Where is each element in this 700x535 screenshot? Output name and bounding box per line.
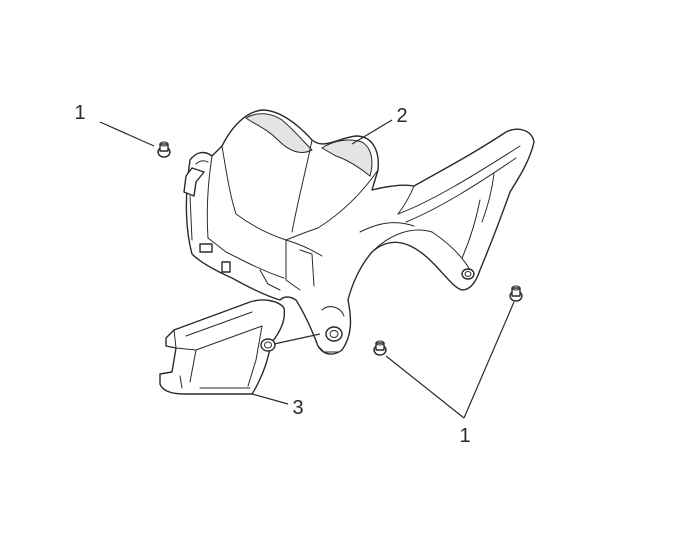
part-1-bolt-middle	[373, 340, 387, 356]
leader-line-3	[251, 393, 289, 405]
leader-line-1-top	[99, 121, 155, 147]
leader-line-2	[351, 119, 393, 145]
part-3-lower-bracket	[159, 299, 286, 395]
part-2-chain-cover	[183, 109, 535, 355]
leader-line-1-lower-a	[385, 355, 465, 419]
callout-2: 2	[396, 105, 407, 127]
callout-1-lower-right: 1	[459, 425, 470, 447]
part-1-bolt-right	[509, 285, 523, 302]
part-1-bolt-top-left	[157, 141, 171, 158]
callout-3: 3	[292, 397, 303, 419]
leader-line-1-lower-b	[463, 301, 515, 419]
leader-line-3-to-cover	[273, 333, 321, 345]
callout-1-top-left: 1	[74, 102, 85, 124]
